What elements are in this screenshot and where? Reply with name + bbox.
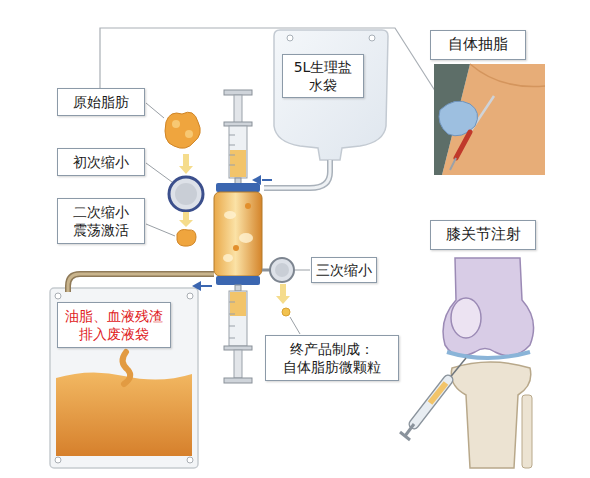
fat-and-filters: [165, 112, 294, 316]
box-text: 终产品制成： 自体脂肪微颗粒: [272, 340, 392, 376]
liposuction-figure: [434, 64, 545, 175]
product-label: 终产品制成： 自体脂肪微颗粒: [265, 335, 399, 381]
box-text: 二次缩小 震荡激活: [64, 203, 138, 239]
syringe: [224, 90, 252, 184]
step-label: 三次缩小: [311, 257, 377, 283]
panel-heading: 自体抽脂: [430, 30, 526, 60]
saline-bag: [252, 30, 388, 188]
waste-label: 油脂、血液残渣 排入废液袋: [57, 302, 171, 348]
step-label: 原始脂肪: [57, 88, 145, 116]
leader-line: [146, 103, 310, 334]
panel-heading: 膝关节注射: [430, 220, 536, 250]
shaker-canister: [214, 183, 270, 285]
box-text: 膝关节注射: [437, 225, 529, 245]
box-text: 5L生理盐水袋: [287, 58, 359, 94]
step-label: 初次缩小: [57, 148, 145, 176]
syringe: [224, 285, 252, 383]
waste-bag: [50, 274, 214, 468]
box-text: 原始脂肪: [64, 93, 138, 111]
bag-label: 5L生理盐水袋: [282, 54, 364, 98]
box-text: 三次缩小: [316, 261, 372, 279]
knee-figure: [400, 258, 534, 468]
box-text: 初次缩小: [64, 153, 138, 171]
leader-line: [100, 28, 446, 108]
box-text: 油脂、血液残渣 排入废液袋: [62, 307, 166, 343]
step-label: 二次缩小 震荡激活: [57, 198, 145, 244]
box-text: 自体抽脂: [437, 35, 519, 55]
